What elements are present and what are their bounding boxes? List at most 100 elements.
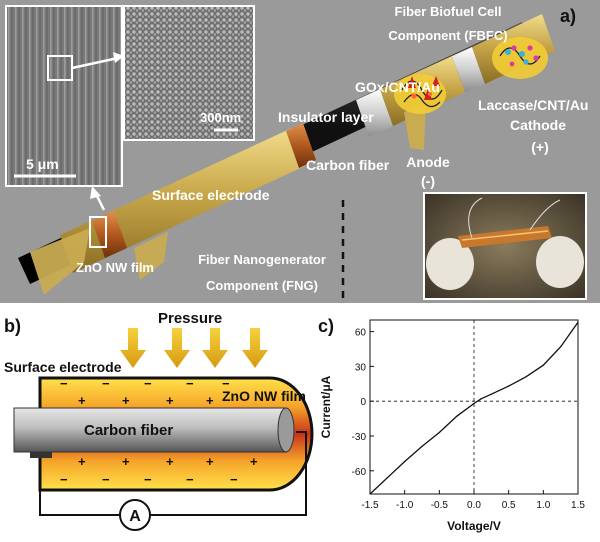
circuit-wire [39, 458, 120, 516]
surface-electrode-label-b: Surface electrode [4, 359, 122, 375]
ammeter-label: A [129, 508, 141, 525]
gox-label: GOx/CNT/Au [355, 79, 440, 95]
data-point [480, 398, 482, 400]
fng-title-line2: Component (FNG) [206, 278, 318, 293]
cathode-label: Cathode [510, 117, 566, 133]
panel-c-label: c) [318, 316, 334, 336]
plus-charge: + [122, 393, 130, 408]
anode-label: Anode [406, 154, 450, 170]
iv-curve-line [369, 321, 579, 495]
carbon-fiber-rod [13, 407, 287, 453]
panel-a-label: a) [560, 6, 576, 26]
x-tick-label: -0.5 [431, 500, 449, 511]
copper-end-band [286, 123, 316, 168]
y-tick-label: 60 [355, 328, 367, 339]
panel-b: b) Pressure Surface electrode Carbon fib… [4, 310, 314, 531]
y-tick-label: -30 [352, 432, 367, 443]
data-point [421, 445, 423, 448]
y-tick-label: 30 [355, 362, 367, 373]
plus-charge: + [78, 454, 86, 469]
carbon-fiber-end [277, 407, 295, 453]
cathode-sign: (+) [531, 139, 549, 155]
minus-charge: − [144, 472, 152, 487]
data-point [542, 364, 544, 366]
zoom-arrowhead [113, 52, 124, 63]
panel-a: 5 μm 300nm a) Fiber Biofuel Cell Compone [0, 0, 600, 303]
pressure-arrow [120, 328, 146, 368]
plus-charge: + [78, 393, 86, 408]
sem-image-large: 5 μm [5, 5, 123, 187]
zno-callout-arrowhead [90, 186, 101, 199]
panel-b-label: b) [4, 316, 21, 336]
data-point [386, 477, 388, 479]
fbfc-title-line2: Component (FBFC) [388, 28, 507, 43]
plus-charge: + [166, 393, 174, 408]
y-tick-label: 0 [360, 397, 366, 408]
carbon-fiber-label: Carbon fiber [306, 157, 390, 173]
data-point [456, 415, 458, 417]
sem-scale-label-small: 300nm [200, 110, 241, 125]
zno-label: ZnO NW film [76, 260, 154, 275]
anode-gold-tab [404, 102, 426, 150]
minus-charge: − [230, 472, 238, 487]
pressure-arrow [164, 328, 190, 368]
x-tick-label: 0.5 [502, 500, 516, 511]
data-point [577, 321, 579, 323]
plus-charge: + [166, 454, 174, 469]
minus-charge: − [102, 472, 110, 487]
minus-charge: − [102, 376, 110, 391]
ammeter-icon [119, 499, 151, 531]
middle-gold-tab [134, 232, 168, 280]
insulator-band-1 [356, 89, 393, 137]
plus-charge: + [206, 454, 214, 469]
left-gold-tab [30, 228, 90, 295]
data-point [490, 393, 492, 395]
insulator-label: Insulator layer [278, 109, 374, 125]
data-point [560, 346, 562, 348]
enzyme-cluster-anode [394, 74, 446, 114]
enzyme-cluster-cathode [492, 37, 548, 79]
x-axis-label: Voltage/V [447, 519, 501, 533]
y-tick-label: -60 [352, 467, 367, 478]
pressure-arrow [242, 328, 268, 368]
insulator-band-2 [452, 47, 485, 92]
data-point [369, 493, 371, 495]
plus-charge: + [250, 454, 258, 469]
bottom-contact [30, 452, 52, 458]
surface-electrode-label: Surface electrode [152, 187, 270, 203]
data-point [525, 376, 527, 378]
zno-label-b: ZnO NW film [222, 388, 306, 404]
minus-charge: − [186, 472, 194, 487]
fng-title-line1: Fiber Nanogenerator [198, 252, 326, 267]
circuit-wire [150, 431, 307, 516]
data-point [438, 431, 440, 434]
minus-charge: − [222, 376, 230, 391]
fbfc-title-line1: Fiber Biofuel Cell [395, 4, 502, 19]
x-tick-label: -1.0 [396, 500, 414, 511]
x-tick-label: 1.0 [536, 500, 550, 511]
pressure-arrow [202, 328, 228, 368]
zno-nw-band [92, 211, 127, 258]
minus-charge: − [144, 376, 152, 391]
plus-charge: + [206, 393, 214, 408]
zoom-arrow [71, 56, 119, 70]
plus-charge: + [122, 454, 130, 469]
x-tick-label: 0.0 [467, 500, 481, 511]
device-photo [423, 192, 587, 300]
data-point [508, 385, 510, 387]
laccase-label: Laccase/CNT/Au [478, 97, 588, 113]
minus-charge: − [60, 472, 68, 487]
data-point [473, 402, 475, 405]
minus-charge: − [60, 376, 68, 391]
sem-image-small: 300nm [123, 5, 255, 141]
sem-scale-label-large: 5 μm [26, 156, 59, 172]
anode-sign: (-) [421, 173, 435, 189]
pressure-label: Pressure [158, 310, 222, 327]
data-point [404, 460, 406, 463]
charge-signs: − − − − − + + + + + + + + + − − − − − [60, 376, 258, 487]
carbon-fiber-label-b: Carbon fiber [84, 422, 173, 439]
pressure-arrows [120, 328, 268, 368]
